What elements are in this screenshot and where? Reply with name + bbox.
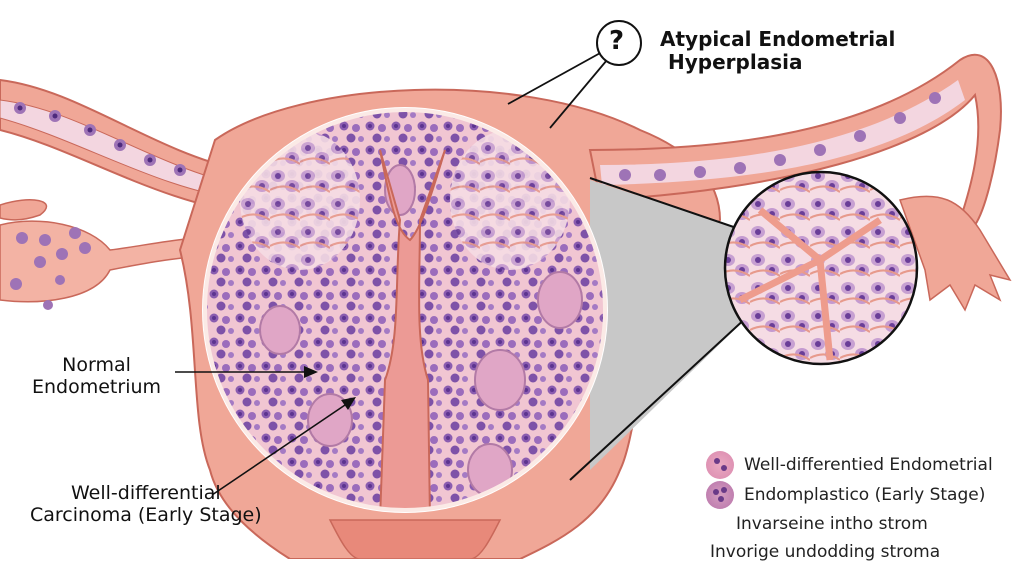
title-line-1: Atypical Endometrial [660,27,896,51]
carcinoma-label: Well-differential Carcinoma (Early Stage… [30,482,262,527]
legend-line-4: Invorige undodding stroma [710,542,941,562]
normal-endometrium-label: Normal Endometrium [32,354,162,399]
legend: Well-differentied Endometrial Endomplast… [706,450,993,566]
carcinoma-label-line-2: Carcinoma (Early Stage) [30,503,262,526]
legend-item: Endomplastico (Early Stage) [706,480,993,510]
magnified-inset [725,172,917,364]
legend-line-3: Invarseine intho strom [736,514,928,534]
pink-cell-swatch-icon [706,451,734,479]
legend-label: Well-differentied Endometrial [744,455,993,475]
title-line-2: Hyperplasia [668,50,803,74]
purple-cell-swatch-icon [706,481,734,509]
diagram-title: Atypical Endometrial Hyperplasia [660,28,895,74]
legend-label: Endomplastico (Early Stage) [744,485,986,505]
normal-label-line-1: Normal [62,354,131,376]
question-mark-text: ? [609,26,625,56]
question-mark-icon [596,20,642,66]
normal-label-line-2: Endometrium [32,375,162,398]
legend-item: Well-differentied Endometrial [706,450,993,480]
carcinoma-label-line-1: Well-differential [70,482,221,504]
